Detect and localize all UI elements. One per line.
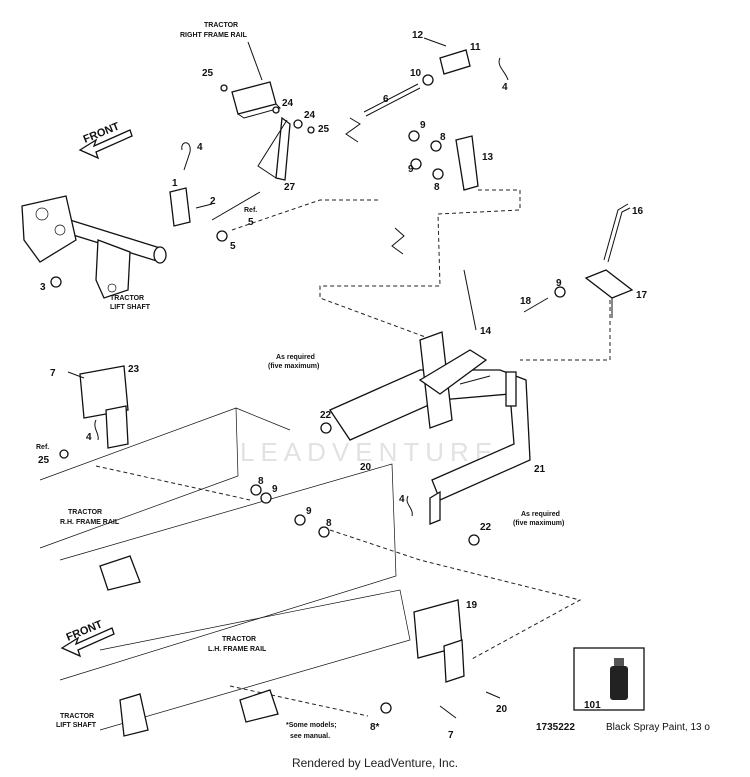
- label-ref25-a: Ref.: [36, 444, 49, 451]
- label-right-frame-rail-1: TRACTOR: [204, 22, 238, 29]
- bracket-23: [79, 365, 129, 419]
- label-ref5-a: Ref.: [244, 207, 257, 214]
- part-number-20a: 20: [360, 462, 372, 473]
- bracket-17: [584, 269, 634, 299]
- block-11: [439, 49, 471, 75]
- label-lift-shaft-top-2: LIFT SHAFT: [110, 304, 151, 311]
- part-number-8e: 8*: [370, 722, 380, 733]
- bracket-13: [455, 135, 479, 191]
- front-arrow-bottom: [60, 627, 115, 658]
- paint-item-number: 101: [584, 700, 601, 711]
- part-number-19: 19: [466, 600, 478, 611]
- part-number-2: 2: [210, 196, 216, 207]
- lift-shaft-top: [21, 195, 167, 299]
- label-some-models-1: *Some models;: [286, 722, 337, 729]
- label-lift-shaft-bottom-1: TRACTOR: [60, 713, 94, 720]
- part-number-9b: 9: [408, 164, 414, 175]
- part-number-4d: 4: [399, 494, 405, 505]
- label-right-frame-rail-2: RIGHT FRAME RAIL: [180, 32, 248, 39]
- part-number-8c: 8: [258, 476, 264, 487]
- label-as-required-2a: As required: [521, 511, 560, 518]
- footer-credit: Rendered by LeadVenture, Inc.: [291, 756, 459, 770]
- part-number-11: 11: [470, 42, 481, 53]
- rh-frame-rail: [39, 407, 397, 681]
- part-number-13: 13: [482, 152, 494, 163]
- part-number-8d: 8: [326, 518, 332, 529]
- label-lift-shaft-bottom-2: LIFT SHAFT: [56, 722, 97, 729]
- part-number-12: 12: [412, 30, 424, 41]
- part-number-25a: 25: [202, 68, 214, 79]
- part-number-9d: 9: [272, 484, 278, 495]
- label-as-required-1b: (five maximum): [268, 363, 319, 370]
- part-number-18: 18: [520, 296, 532, 307]
- cable-bracket: [275, 116, 291, 181]
- part-number-10: 10: [410, 68, 422, 79]
- label-lift-shaft-top-1: TRACTOR: [110, 295, 144, 302]
- part-number-6: 6: [383, 94, 389, 105]
- label-rh-rail-2: R.H. FRAME RAIL: [60, 519, 120, 526]
- part-number-21: 21: [534, 464, 546, 475]
- part-number-9e: 9: [306, 506, 312, 517]
- label-as-required-1a: As required: [276, 354, 315, 361]
- paint-description: Black Spray Paint, 13 o: [606, 722, 710, 733]
- part-number-5: 5: [230, 241, 236, 252]
- bracket-1: [169, 187, 191, 227]
- part-number-17: 17: [636, 290, 648, 301]
- part-number-24b: 24: [304, 110, 316, 121]
- part-number-24a: 24: [282, 98, 294, 109]
- label-lh-rail-2: L.H. FRAME RAIL: [208, 646, 267, 653]
- frame-rail-bracket: [231, 81, 281, 119]
- part-number-8b: 8: [434, 182, 440, 193]
- lh-frame-rail: [99, 589, 411, 737]
- part-number-23: 23: [128, 364, 140, 375]
- part-number-7a: 7: [50, 368, 56, 379]
- label-as-required-2b: (five maximum): [513, 520, 564, 527]
- part-number-9a: 9: [420, 120, 426, 131]
- part-number-4c: 4: [86, 432, 92, 443]
- spray-paint-box: [573, 647, 645, 711]
- part-number-3: 3: [40, 282, 46, 293]
- part-number-22a: 22: [320, 410, 332, 421]
- part-number-1: 1: [172, 178, 178, 189]
- part-number-7b: 7: [448, 730, 454, 741]
- part-number-4b: 4: [502, 82, 508, 93]
- label-some-models-2: see manual.: [290, 733, 330, 740]
- part-number-8a: 8: [440, 132, 446, 143]
- hitch-frame-21: [329, 331, 531, 525]
- part-number-27: 27: [284, 182, 296, 193]
- label-lh-rail-1: TRACTOR: [222, 636, 256, 643]
- part-number-16: 16: [632, 206, 644, 217]
- part-number-ref25: 25: [38, 455, 50, 466]
- paint-part-code: 1735222: [536, 722, 575, 733]
- part-number-20b: 20: [496, 704, 508, 715]
- part-number-9c: 9: [556, 278, 562, 289]
- part-number-4a: 4: [197, 142, 203, 153]
- part-number-22b: 22: [480, 522, 492, 533]
- label-rh-rail-1: TRACTOR: [68, 509, 102, 516]
- part-number-14: 14: [480, 326, 492, 337]
- part-number-25b: 25: [318, 124, 330, 135]
- front-arrow-top: [78, 129, 133, 160]
- watermark: LEADVENTURE: [240, 437, 499, 467]
- part-number-ref5: 5: [248, 217, 254, 228]
